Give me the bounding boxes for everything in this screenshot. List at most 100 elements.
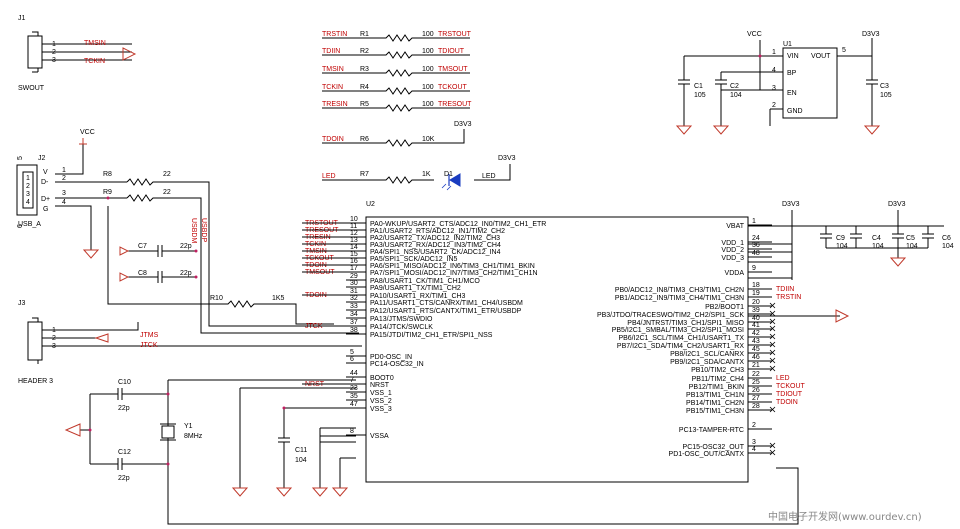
vcc-label-u1: VCC: [747, 31, 762, 38]
u2-nc-mark: [769, 449, 776, 456]
u2-nc-mark: [769, 357, 776, 364]
u2-left-pin-label: PA9/USART1_TX/TIM1_CH2: [370, 285, 461, 292]
c6-ref: C6: [942, 235, 951, 242]
u2-left-pin-num: 37: [350, 319, 358, 326]
r3-ref: R3: [360, 66, 369, 73]
c4-ref: C4: [872, 235, 881, 242]
c11-ref: C11: [295, 447, 307, 454]
u1-vout: VOUT: [811, 53, 831, 60]
u2-pins: 10PA0-WKUP/USART2_CTS/ADC12_IN0/TIM2_CH1…: [302, 216, 806, 458]
u2-left-pin-label: PA11/USART1_CTS/CANRX/TIM1_CH4/USBDM: [370, 300, 523, 307]
u2-right-pin-label: PB12/TIM1_BKIN: [689, 384, 744, 391]
u2-left-pin-num: 6: [350, 356, 354, 363]
u2-right-pin-num: 40: [752, 315, 760, 322]
u2-right-pin-label: PB6/I2C1_SCL/TIM4_CH1/USART1_TX: [618, 335, 744, 342]
u2-left-pin-num: 29: [350, 273, 358, 280]
u2-right-pin-num: 4: [752, 446, 756, 453]
u2-nc-mark: [769, 310, 776, 317]
u2-right-pin-label: PB9/I2C1_SDA/CANTX: [670, 359, 744, 366]
usbdm-net: USBDM: [190, 218, 197, 243]
usbdp-net: USBDP: [200, 218, 207, 242]
j3-net-jtck: JTCK: [140, 342, 158, 349]
y1-value: 8MHz: [184, 433, 203, 440]
r2-value: 100: [422, 48, 434, 55]
u2-right-pin-num: 43: [752, 338, 760, 345]
u2-left-pin-label: PA1/USART2_RTS/ADC12_IN1/TIM2_CH2: [370, 228, 505, 235]
r7-net-in: LED: [322, 173, 336, 180]
u2-left-pin-label: PA10/USART1_RX/TIM1_CH3: [370, 293, 466, 300]
c10-value: 22p: [118, 405, 130, 412]
u2-left-pin-num: 30: [350, 280, 358, 287]
d1-value: LED: [482, 173, 496, 180]
u2-right-pin-num: 45: [752, 346, 760, 353]
u2-nc-mark: [769, 442, 776, 449]
j1-net-tmsin: TMSIN: [84, 40, 106, 47]
d3v3-label-u1: D3V3: [862, 31, 880, 38]
j2-usb-connector: J2 5 6 1 2 3 4 V D- D+ G 1 2 3 4 USB_A: [16, 138, 127, 250]
c9-value: 104: [836, 243, 848, 250]
u2-right-pin-label: VDDA: [725, 270, 745, 277]
u2-right-net: TCKOUT: [776, 383, 806, 390]
u2-left-pin-label: PD0-OSC_IN: [370, 354, 412, 361]
j2-inner4: 4: [26, 199, 30, 206]
u2-left-pin-label: PC14-OSC32_IN: [370, 361, 424, 368]
d3v3-label-dec: D3V3: [888, 201, 906, 208]
u2-left-pin-label: VSSA: [370, 433, 389, 440]
r6-value: 10K: [422, 136, 435, 143]
reset-vss-section: C11 104: [231, 406, 356, 497]
u1-n2: 2: [772, 102, 776, 109]
u2-left-pin-num: 35: [350, 393, 358, 400]
c12-value: 22p: [118, 475, 130, 482]
c6-value: 104: [942, 243, 954, 250]
u2-nc-mark: [769, 365, 776, 372]
u2-left-pin-label: VSS_1: [370, 390, 392, 397]
u1-gnd: GND: [787, 108, 803, 115]
j2-inner1: 1: [26, 175, 30, 182]
u2-left-pin-num: 13: [350, 237, 358, 244]
resistor-bank: TRSTIN R1 100 TRSTOUT TDIIN R2 100 TDIOU…: [322, 31, 516, 191]
r4-value: 100: [422, 84, 434, 91]
u2-left-pin-num: 11: [350, 223, 357, 230]
c3-ref: C3: [880, 83, 889, 90]
r6-ref: R6: [360, 136, 369, 143]
u2-right-pin-label: VDD_1: [721, 240, 744, 247]
u2-right-pin-label: VDD_2: [721, 247, 744, 254]
u2-left-pin-num: 47: [350, 401, 358, 408]
u2-right-pin-label: PB5/I2C1_SMBAL/TIM3_CH2/SPI1_MOSI: [612, 327, 744, 334]
u2-right-pin-label: VBAT: [726, 223, 744, 230]
c4-value: 104: [872, 243, 884, 250]
u2-right-pin-num: 41: [752, 322, 760, 329]
j3-ref: J3: [18, 300, 26, 307]
u2-right-pin-label: PB14/TIM1_CH2N: [686, 400, 744, 407]
u2-left-pin-label: VSS_3: [370, 406, 392, 413]
r2-ref: R2: [360, 48, 369, 55]
j3-net-jtms: JTMS: [140, 332, 159, 339]
j2-pin3: 3: [62, 190, 66, 197]
u2-right-pin-label: PD1-OSC_OUT/CANTX: [669, 451, 745, 458]
u2-nc-mark: [769, 302, 776, 309]
u2-right-pin-num: 28: [752, 403, 760, 410]
u1-n3: 3: [772, 85, 776, 92]
u2-right-net: TDIIN: [776, 286, 794, 293]
j2-pin6: 6: [17, 224, 24, 228]
j2-sig-g: G: [43, 206, 48, 213]
u2-right-pin-label: PB7/I2C1_SDA/TIM4_CH2/USART1_RX: [617, 343, 744, 350]
j1-name: SWOUT: [18, 85, 45, 92]
r9-ref: R9: [103, 189, 112, 196]
j1-connector: J1 1 2 3 TMSIN TCKIN SWOUT: [18, 15, 137, 92]
u1-ref: U1: [783, 41, 792, 48]
r1-ref: R1: [360, 31, 369, 38]
u2-right-pin-num: 9: [752, 265, 756, 272]
r4-net-out: TCKOUT: [438, 84, 468, 91]
r7-value: 1K: [422, 171, 431, 178]
u2-left-pin-label: PA2/USART2_TX/ADC12_IN2/TIM2_CH3: [370, 235, 500, 242]
u1-vin: VIN: [787, 53, 799, 60]
r2-net-in: TDIIN: [322, 48, 340, 55]
u2-right-pin-label: PB0/ADC12_IN8/TIM3_CH3/TIM1_CH2N: [615, 287, 744, 294]
u2-right-pin-num: 48: [752, 250, 760, 257]
u2-left-pin-num: 33: [350, 303, 358, 310]
u2-right-pin-num: 21: [752, 362, 760, 369]
j1-ref: J1: [18, 15, 26, 22]
vdd-decoupling: D3V3 D3V3 C9 104 C4 104 C5 104 C6 104: [748, 201, 954, 323]
